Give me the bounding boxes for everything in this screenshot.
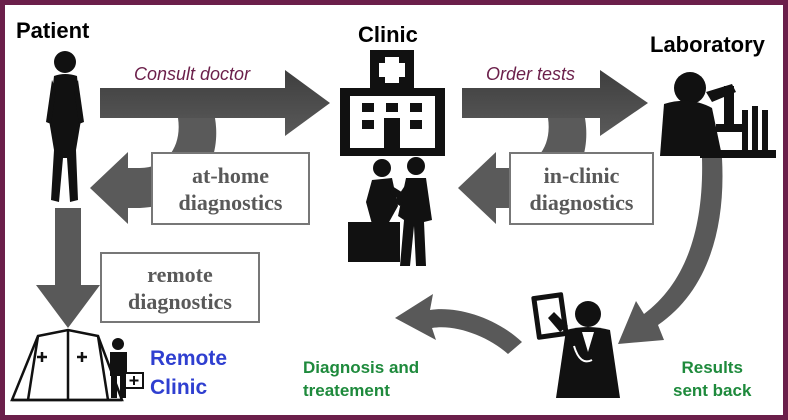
remote-clinic-line2: Clinic — [150, 376, 208, 399]
patient-icon — [46, 51, 84, 202]
remote-person-icon — [110, 338, 144, 398]
patient-title: Patient — [16, 18, 90, 43]
laboratory-icon — [660, 72, 776, 158]
remote-down-arrow — [36, 208, 100, 328]
consultation-icon — [348, 157, 432, 266]
in-clinic-line2: diagnostics — [529, 189, 634, 215]
diagnosis-arrow — [395, 294, 522, 354]
consult-doctor-label: Consult doctor — [134, 64, 251, 84]
results-line2: sent back — [673, 381, 752, 400]
consult-arrow — [100, 70, 330, 136]
at-home-diagnostics-box: at-home diagnostics — [151, 152, 310, 225]
results-line1: Results — [681, 358, 743, 377]
order-tests-arrow — [462, 70, 648, 136]
remote-clinic-label: Remote Clinic — [150, 344, 227, 402]
remote-diagnostics-box: remote diagnostics — [100, 252, 260, 323]
doctor-results-icon — [531, 292, 620, 398]
laboratory-title: Laboratory — [650, 32, 765, 57]
at-home-line1: at-home — [192, 162, 269, 188]
results-sent-back-label: Results sent back — [673, 356, 751, 402]
in-clinic-line1: in-clinic — [543, 162, 620, 188]
remote-clinic-line1: Remote — [150, 347, 228, 370]
at-home-line2: diagnostics — [178, 189, 283, 215]
remote-line2: diagnostics — [128, 288, 232, 314]
diagnosis-line2: treatement — [303, 381, 390, 400]
results-arrow — [618, 158, 723, 344]
order-tests-label: Order tests — [486, 64, 576, 84]
clinic-title: Clinic — [358, 22, 418, 47]
in-clinic-diagnostics-box: in-clinic diagnostics — [509, 152, 654, 225]
tent-icon — [10, 328, 124, 402]
diagnosis-treatment-label: Diagnosis and treatement — [303, 356, 419, 402]
remote-line1: remote — [147, 261, 213, 287]
diagnosis-line1: Diagnosis and — [303, 358, 420, 377]
clinic-building-icon — [340, 50, 445, 156]
